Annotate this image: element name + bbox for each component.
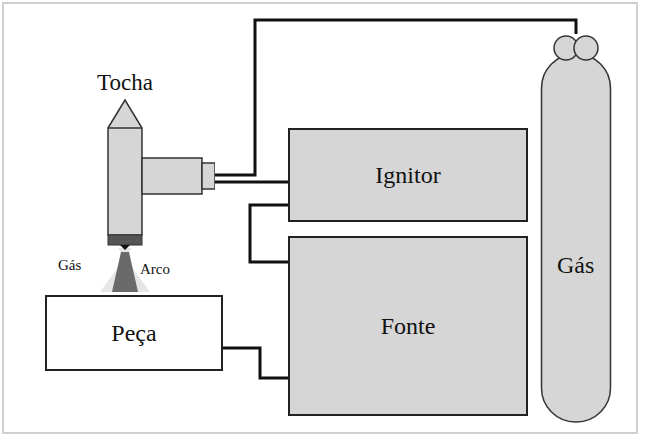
torch-handle [142,158,202,194]
gas-cylinder-outline [540,34,612,424]
cable [215,181,288,184]
node-label: Fonte [381,313,436,339]
cylinder-body [542,54,611,422]
gas-label: Gás [58,258,81,273]
valve [574,36,598,60]
cable [223,348,288,378]
node-label: Tocha [97,70,153,95]
gas-cylinder: Gás [540,34,612,424]
workpiece-box: Peça [45,295,223,371]
torch-cap-line [108,127,142,129]
welding-torch-outline [80,68,215,250]
node-label: Peça [111,320,156,346]
power-source-box: Fonte [288,236,528,416]
arc-label: Arco [140,262,170,277]
cable [250,205,288,262]
ignitor-box: Ignitor [288,128,528,222]
node-label: Gás [557,252,594,278]
torch-nozzle [108,235,142,245]
electrode [120,245,130,250]
node-label: Ignitor [375,162,440,188]
arc-cone [112,252,138,292]
torch-connector [202,163,215,189]
torch-body [108,100,142,235]
welding-torch: Tocha [80,68,215,250]
